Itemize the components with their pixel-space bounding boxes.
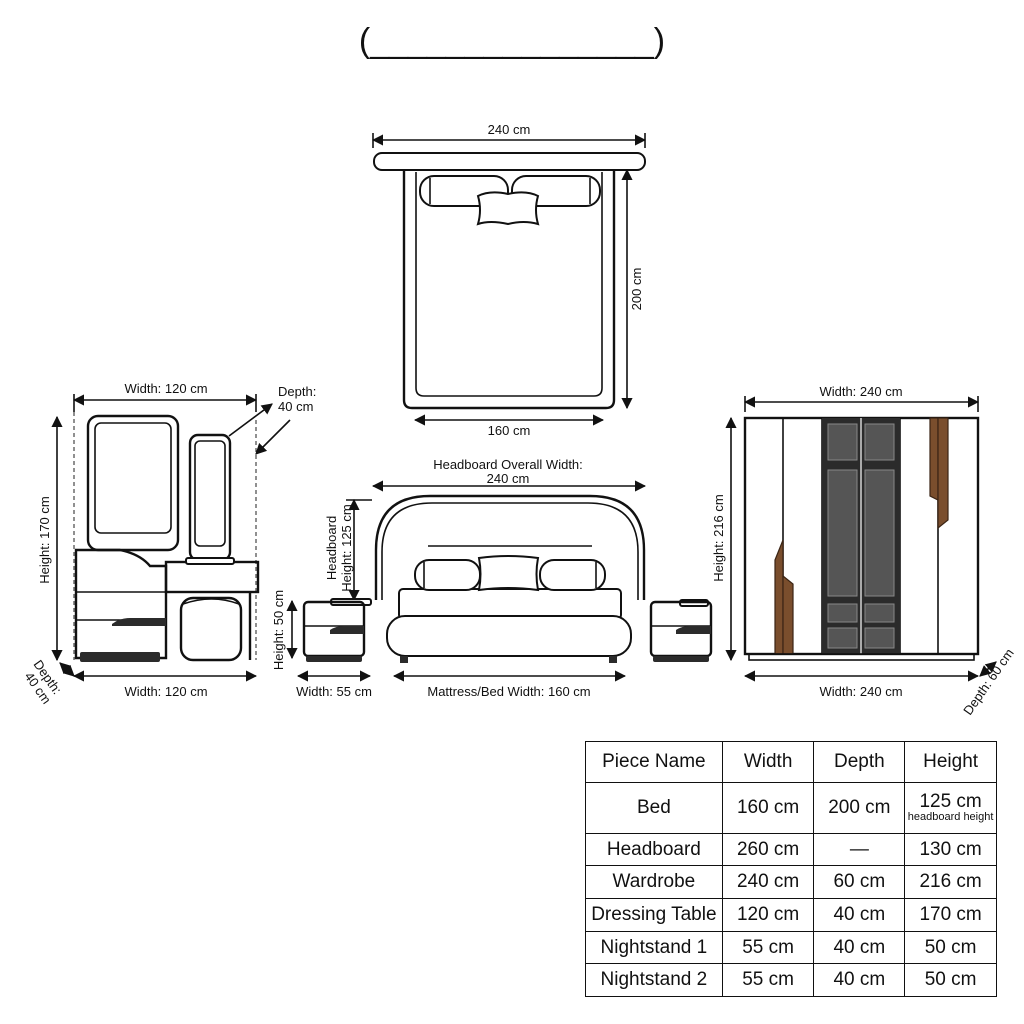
vanity-height-label: Height: 170 cm bbox=[37, 496, 52, 583]
wardrobe-depth-label: Depth: 60 cm bbox=[960, 646, 1017, 718]
table-row: Nightstand 2 55 cm 40 cm 50 cm bbox=[585, 963, 997, 997]
cell-depth: 40 cm bbox=[813, 897, 906, 932]
cell-depth: 40 cm bbox=[813, 963, 906, 997]
cell-name: Bed bbox=[585, 782, 723, 834]
cell-width: 55 cm bbox=[721, 930, 815, 965]
vanity-depth-top-label: Depth: bbox=[278, 384, 316, 399]
cell-width: 120 cm bbox=[721, 897, 815, 932]
cell-height-note: headboard height bbox=[907, 811, 994, 824]
dressing-table-view: Width: 120 cm Depth: 40 cm Height: 170 c… bbox=[22, 381, 317, 707]
nightstand-2-view bbox=[649, 599, 713, 662]
cell-height: 50 cm bbox=[904, 963, 997, 997]
headboard-overall-value: 240 cm bbox=[487, 471, 530, 486]
header-width: Width bbox=[721, 741, 815, 783]
vanity-width-top-label: Width: 120 cm bbox=[124, 381, 207, 396]
cell-depth: 60 cm bbox=[813, 865, 906, 899]
nightstand-height-label: Height: 50 cm bbox=[271, 590, 286, 670]
headboard-height-label: Headboard bbox=[324, 516, 339, 580]
nightstand-width-label: Width: 55 cm bbox=[296, 684, 372, 699]
headboard-overall-label: Headboard Overall Width: bbox=[433, 457, 583, 472]
cell-height: 50 cm bbox=[904, 930, 997, 965]
cell-height: 216 cm bbox=[904, 865, 997, 899]
nightstand-1-view: Height: 50 cm Width: 55 cm bbox=[271, 590, 372, 699]
page-title: (_______________) bbox=[359, 22, 665, 60]
cell-height: 170 cm bbox=[904, 897, 997, 932]
vanity-width-bottom-label: Width: 120 cm bbox=[124, 684, 207, 699]
wardrobe-width-bottom-label: Width: 240 cm bbox=[819, 684, 902, 699]
cell-width: 260 cm bbox=[721, 832, 815, 867]
cell-height-value: 125 cm bbox=[919, 791, 982, 813]
cell-depth: 40 cm bbox=[813, 930, 906, 965]
dimensions-table: Piece Name Width Depth Height Bed 160 cm… bbox=[585, 741, 997, 997]
table-row: Wardrobe 240 cm 60 cm 216 cm bbox=[585, 865, 997, 899]
vanity-depth-top-value: 40 cm bbox=[278, 399, 313, 414]
bed-front-view: Headboard Overall Width: 240 cm Mattress… bbox=[324, 457, 647, 699]
cell-width: 55 cm bbox=[721, 963, 815, 997]
table-row: Dressing Table 120 cm 40 cm 170 cm bbox=[585, 897, 997, 932]
cell-height: 130 cm bbox=[904, 832, 997, 867]
table-header-row: Piece Name Width Depth Height bbox=[585, 741, 997, 783]
header-piece-name: Piece Name bbox=[585, 741, 723, 783]
cell-name: Headboard bbox=[585, 832, 723, 867]
wardrobe-view: Width: 240 cm Height: 216 cm Width: 240 … bbox=[711, 384, 1017, 718]
cell-name: Wardrobe bbox=[585, 865, 723, 899]
headboard-height-value: Height: 125 cm bbox=[339, 504, 354, 591]
table-row: Headboard 260 cm — 130 cm bbox=[585, 832, 997, 867]
bed-inner-width-label: 160 cm bbox=[488, 423, 531, 438]
cell-name: Nightstand 1 bbox=[585, 930, 723, 965]
mattress-width-label: Mattress/Bed Width: 160 cm bbox=[427, 684, 590, 699]
cell-depth: 200 cm bbox=[813, 782, 906, 834]
bed-length-label: 200 cm bbox=[629, 268, 644, 311]
cell-depth: — bbox=[813, 832, 906, 867]
cell-width: 160 cm bbox=[721, 782, 815, 834]
bed-top-view: 240 cm 200 cm 160 cm bbox=[371, 122, 647, 438]
wardrobe-height-label: Height: 216 cm bbox=[711, 494, 726, 581]
cell-width: 240 cm bbox=[721, 865, 815, 899]
header-height: Height bbox=[904, 741, 997, 783]
bed-top-width-label: 240 cm bbox=[488, 122, 531, 137]
table-row: Nightstand 1 55 cm 40 cm 50 cm bbox=[585, 930, 997, 965]
header-depth: Depth bbox=[813, 741, 906, 783]
cell-name: Nightstand 2 bbox=[585, 963, 723, 997]
wardrobe-width-top-label: Width: 240 cm bbox=[819, 384, 902, 399]
cell-name: Dressing Table bbox=[585, 897, 723, 932]
